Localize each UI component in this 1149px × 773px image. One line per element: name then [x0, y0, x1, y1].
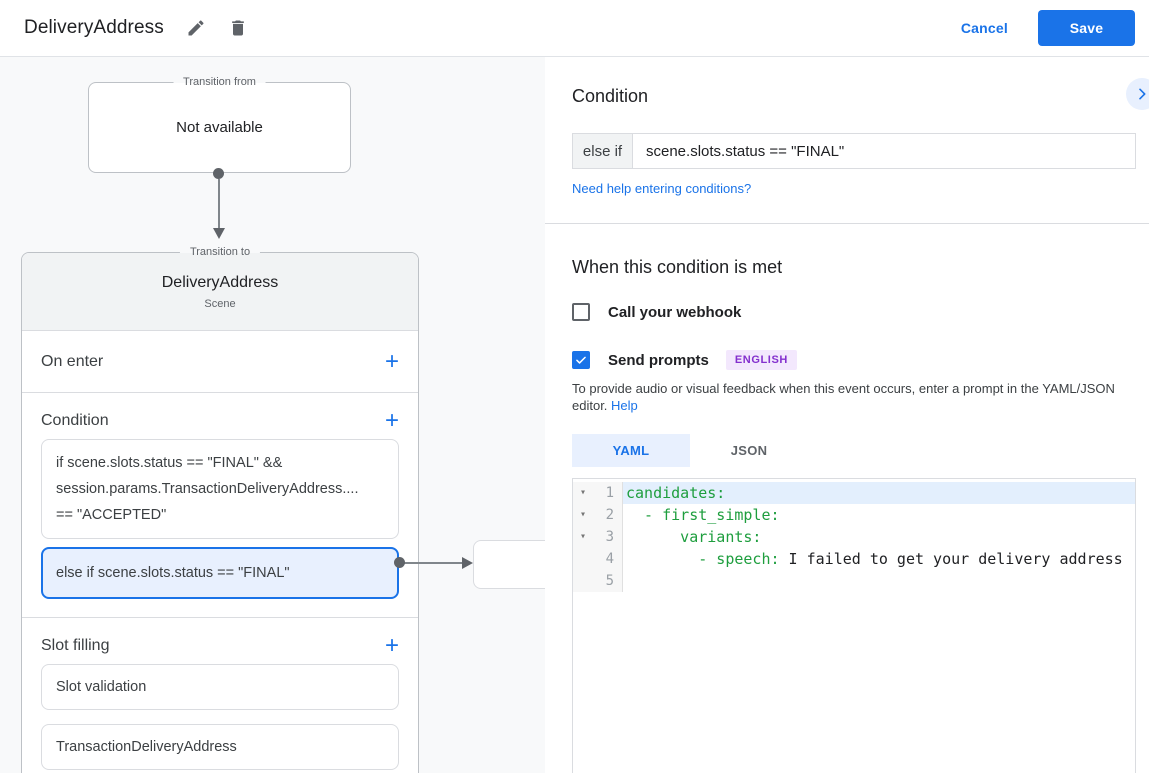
condition-item-if[interactable]: if scene.slots.status == "FINAL" && sess…: [41, 439, 399, 539]
save-button[interactable]: Save: [1038, 10, 1135, 46]
condition-met-title: When this condition is met: [572, 257, 783, 277]
connector-dot: [394, 557, 405, 568]
scene-flow-diagram: Transition from Not available Transition…: [0, 57, 545, 773]
fold-spacer: [573, 570, 593, 592]
connector-line: [218, 179, 220, 229]
line-number: 1: [593, 482, 623, 504]
code-line[interactable]: 5: [573, 570, 1135, 592]
transition-from-label: Transition from: [173, 74, 266, 90]
header-bar: DeliveryAddress Cancel Save: [0, 0, 1149, 57]
language-badge: ENGLISH: [725, 350, 797, 370]
send-prompts-label[interactable]: Send prompts: [608, 351, 709, 369]
delete-trash-icon[interactable]: [228, 18, 248, 38]
code-text-key: candidates:: [626, 484, 726, 502]
yaml-code-editor[interactable]: ▾ 1 candidates: ▾ 2 - first_simple: ▾ 3 …: [572, 478, 1136, 773]
connector-dot: [213, 168, 224, 179]
description-text: To provide audio or visual feedback when…: [572, 381, 1115, 413]
condition-item-elseif-selected[interactable]: else if scene.slots.status == "FINAL": [41, 547, 399, 599]
line-number: 4: [593, 548, 623, 570]
chevron-right-icon: [1139, 88, 1146, 100]
add-on-enter-button[interactable]: +: [378, 348, 406, 376]
code-line[interactable]: ▾ 2 - first_simple:: [573, 504, 1135, 526]
tab-yaml[interactable]: YAML: [572, 434, 690, 467]
edit-pencil-icon[interactable]: [186, 18, 206, 38]
send-prompts-checkbox[interactable]: [572, 351, 590, 369]
line-number: 2: [593, 504, 623, 526]
line-number: 3: [593, 526, 623, 548]
checkmark-icon: [576, 356, 586, 364]
transition-to-label: Transition to: [179, 244, 261, 260]
arrow-down-icon: [213, 228, 225, 239]
condition-section-title: Condition: [41, 412, 109, 429]
condition-expression-field[interactable]: scene.slots.status == "FINAL": [646, 142, 845, 160]
scene-card: Transition to DeliveryAddress Scene On e…: [21, 244, 419, 773]
add-condition-button[interactable]: +: [378, 407, 406, 435]
transition-from-box[interactable]: Transition from Not available: [88, 74, 351, 173]
webhook-row: Call your webhook: [572, 303, 1136, 321]
fold-arrow-icon[interactable]: ▾: [573, 482, 593, 504]
scene-card-header[interactable]: DeliveryAddress Scene: [22, 253, 418, 331]
editor-format-tabs: YAML JSON: [572, 434, 1136, 467]
call-webhook-checkbox[interactable]: [572, 303, 590, 321]
panel-title: Condition: [572, 86, 649, 106]
code-line[interactable]: ▾ 3 variants:: [573, 526, 1135, 548]
condition-text-line: == "ACCEPTED": [56, 507, 167, 523]
condition-section: Condition + if scene.slots.status == "FI…: [22, 393, 418, 618]
tab-json[interactable]: JSON: [730, 443, 768, 458]
help-link[interactable]: Help: [611, 397, 638, 413]
code-text-value: I failed to get your delivery address: [779, 550, 1123, 568]
slot-transaction-delivery-address-item[interactable]: TransactionDeliveryAddress: [41, 724, 399, 770]
page-title: DeliveryAddress: [24, 17, 164, 38]
condition-prefix-label: else if: [573, 134, 633, 168]
add-slot-button[interactable]: +: [378, 632, 406, 660]
condition-text-line: else if scene.slots.status == "FINAL": [56, 565, 290, 581]
transition-target-box[interactable]: [473, 540, 545, 589]
scene-name: DeliveryAddress: [161, 273, 279, 291]
fold-spacer: [573, 548, 593, 570]
collapse-panel-button[interactable]: [1126, 78, 1149, 110]
condition-text-line: session.params.TransactionDeliveryAddres…: [56, 481, 359, 497]
code-text-key: - speech:: [626, 550, 780, 568]
fold-arrow-icon[interactable]: ▾: [573, 504, 593, 526]
code-line[interactable]: ▾ 1 candidates:: [573, 482, 1135, 504]
code-text-key: - first_simple:: [626, 506, 780, 524]
connector-line: [402, 562, 462, 564]
arrow-right-icon: [462, 557, 473, 569]
transition-from-value: Not available: [176, 119, 263, 136]
slot-filling-title: Slot filling: [41, 637, 110, 654]
scene-type-label: Scene: [204, 297, 236, 310]
code-line[interactable]: 4 - speech: I failed to get your deliver…: [573, 548, 1135, 570]
send-prompts-row: Send prompts ENGLISH: [572, 350, 1136, 370]
condition-text-line: if scene.slots.status == "FINAL" &&: [56, 455, 283, 471]
conditions-help-link[interactable]: Need help entering conditions?: [572, 181, 752, 196]
on-enter-section: On enter +: [22, 331, 418, 393]
cancel-button[interactable]: Cancel: [960, 20, 1008, 36]
line-number: 5: [593, 570, 623, 592]
call-webhook-label[interactable]: Call your webhook: [608, 303, 742, 321]
condition-panel: Condition else if scene.slots.status == …: [545, 57, 1149, 773]
section-divider: [545, 223, 1149, 224]
fold-arrow-icon[interactable]: ▾: [573, 526, 593, 548]
slot-validation-item[interactable]: Slot validation: [41, 664, 399, 710]
code-text-key: variants:: [626, 528, 762, 546]
prompts-description: To provide audio or visual feedback when…: [572, 381, 1134, 414]
condition-input: else if scene.slots.status == "FINAL": [572, 133, 1136, 169]
slot-filling-section: Slot filling + Slot validation Transacti…: [22, 618, 418, 773]
on-enter-title: On enter: [41, 352, 104, 370]
